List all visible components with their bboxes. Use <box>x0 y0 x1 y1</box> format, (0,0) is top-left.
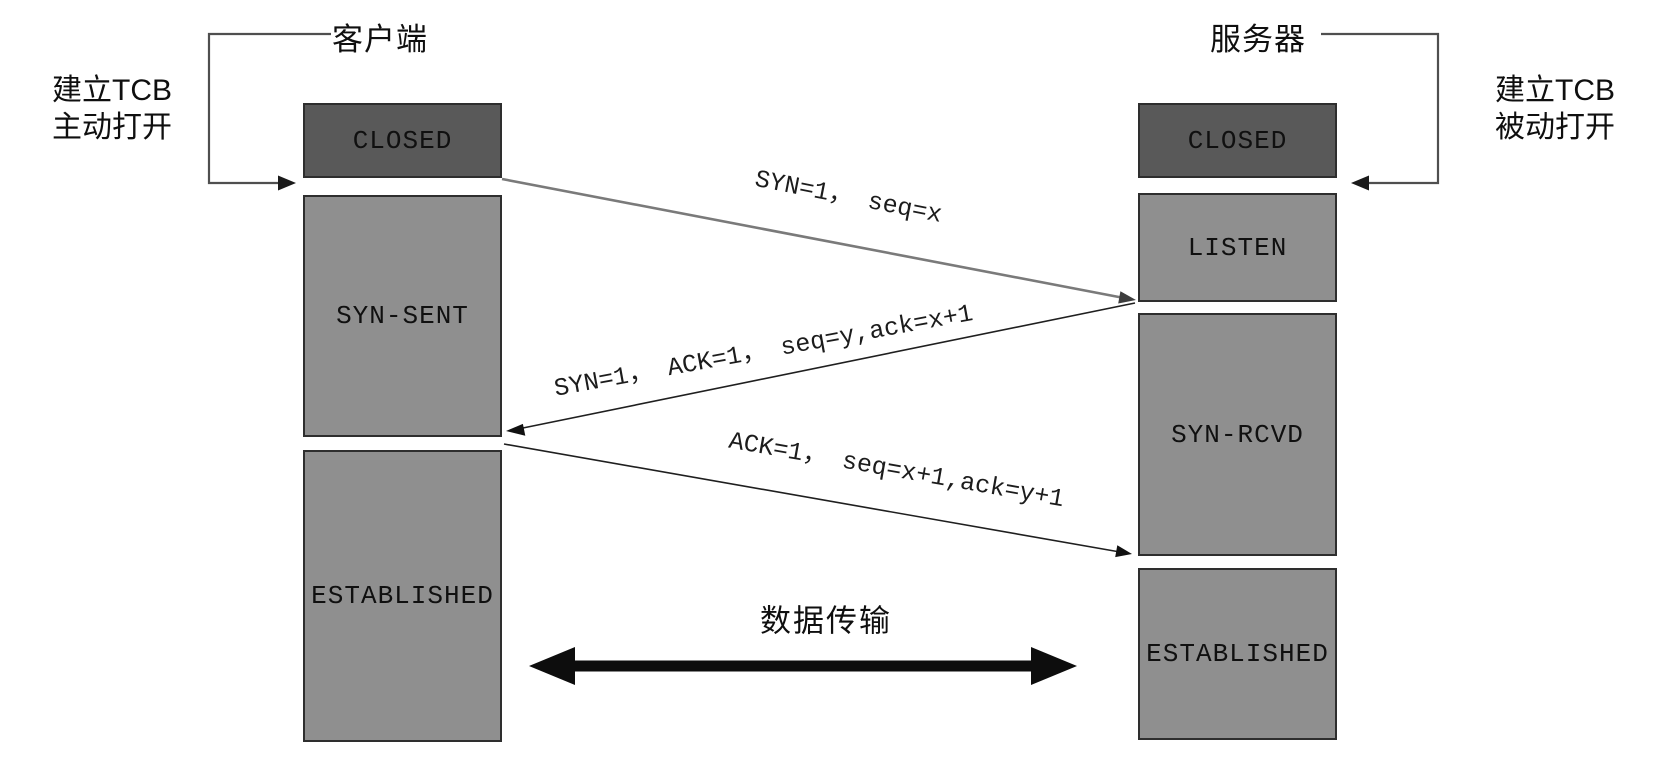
client-open-note-line2: 主动打开 <box>52 111 172 144</box>
right-arrowhead-icon <box>278 175 296 191</box>
data-transfer-arrow <box>529 647 1077 685</box>
server-open-note-line1: 建立TCB <box>1495 74 1615 107</box>
server-state-syn-rcvd: SYN-RCVD <box>1138 313 1337 556</box>
client-open-note: 建立TCB 主动打开 <box>27 72 197 146</box>
server-open-bracket-arrow <box>1321 32 1440 191</box>
server-state-established: ESTABLISHED <box>1138 568 1337 740</box>
data-transfer-label: 数据传输 <box>760 603 892 639</box>
right-arrowhead-icon <box>1031 647 1077 685</box>
client-title: 客户端 <box>332 22 428 57</box>
client-state-closed: CLOSED <box>303 103 502 178</box>
server-open-note: 建立TCB 被动打开 <box>1470 72 1640 146</box>
client-state-syn-sent: SYN-SENT <box>303 195 502 437</box>
arrowhead-icon <box>1115 545 1132 558</box>
client-open-note-line1: 建立TCB <box>52 74 172 107</box>
server-open-note-line2: 被动打开 <box>1495 111 1615 144</box>
server-state-closed: CLOSED <box>1138 103 1337 178</box>
ack-message-label: ACK=1， seq=x+1,ack=y+1 <box>726 426 1067 515</box>
client-state-established: ESTABLISHED <box>303 450 502 742</box>
syn-message-label: SYN=1， seq=x <box>752 165 945 230</box>
arrowhead-icon <box>506 423 526 436</box>
server-title: 服务器 <box>1210 22 1306 57</box>
server-state-listen: LISTEN <box>1138 193 1337 302</box>
left-arrowhead-icon <box>529 647 575 685</box>
arrowhead-icon <box>1118 291 1136 304</box>
left-arrowhead-icon <box>1351 175 1369 191</box>
syn-ack-message-label: SYN=1， ACK=1， seq=y,ack=x+1 <box>551 299 976 404</box>
